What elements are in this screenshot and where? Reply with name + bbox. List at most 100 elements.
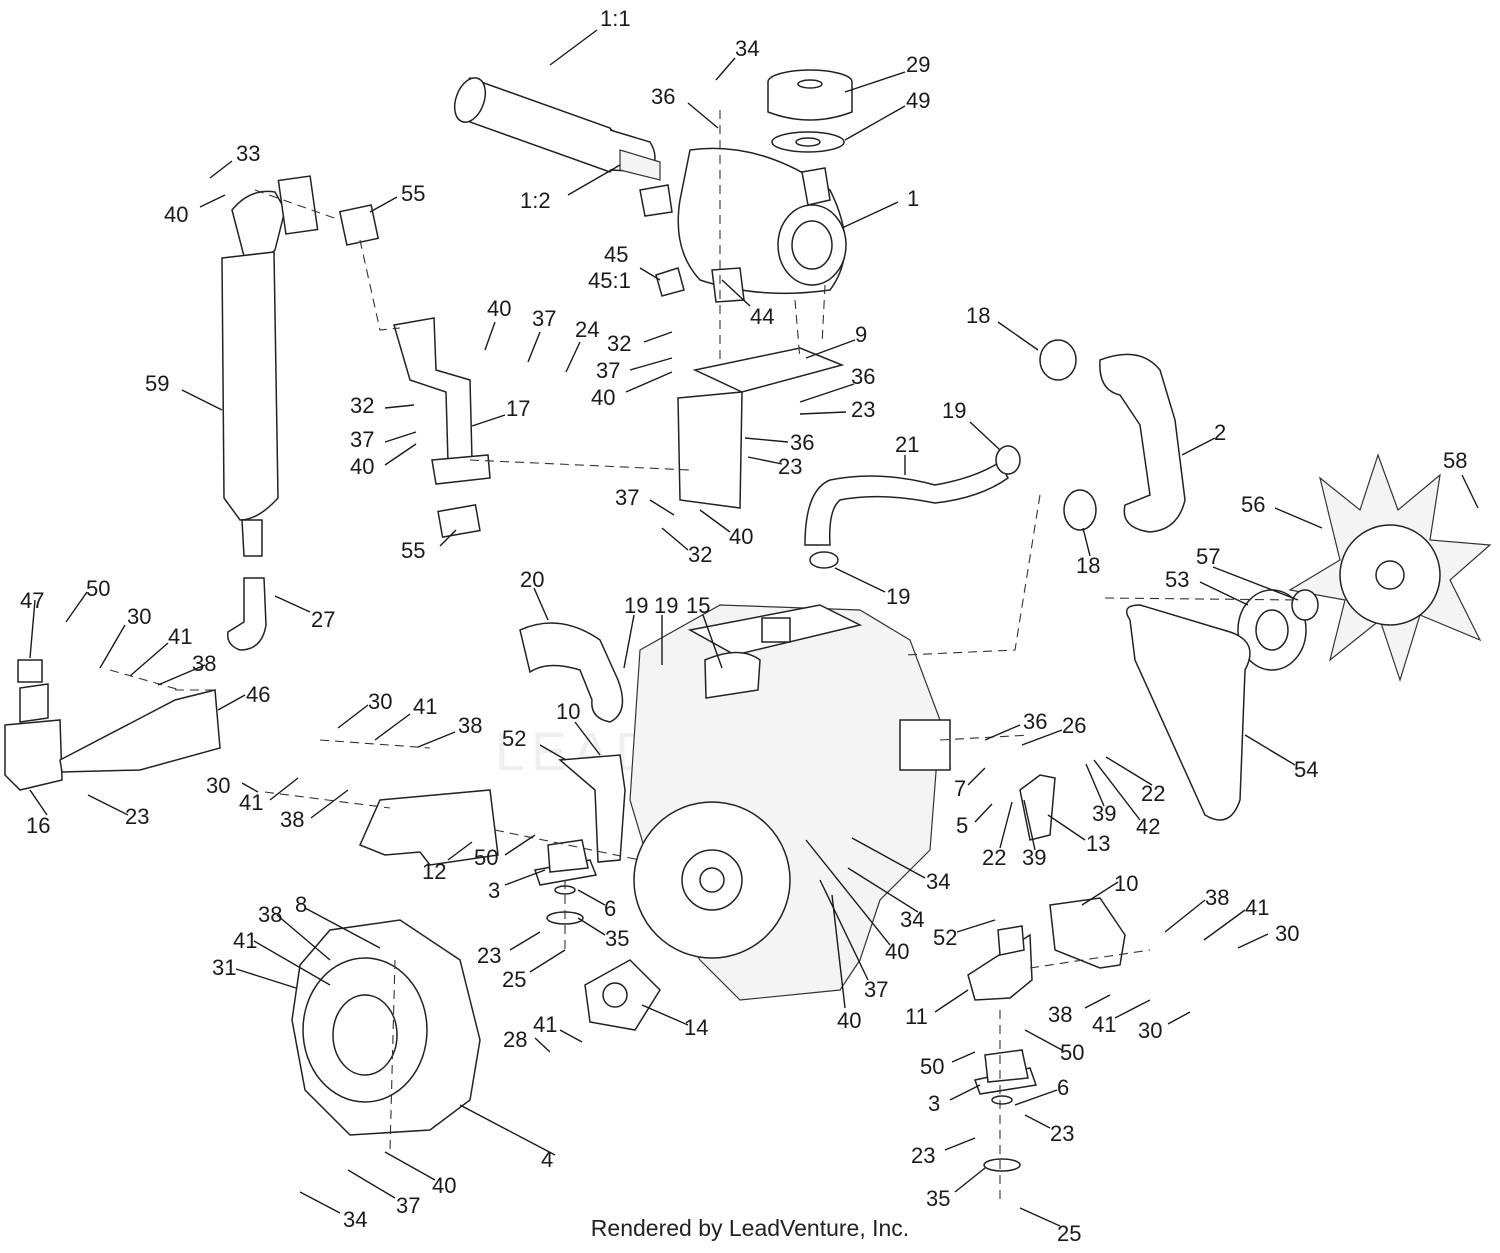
callout: 40 bbox=[885, 939, 909, 964]
callout: 38 bbox=[192, 651, 216, 676]
callout: 45 bbox=[604, 242, 628, 267]
callout: 49 bbox=[906, 88, 930, 113]
flywheel-housing bbox=[291, 919, 481, 1136]
support-bracket-46 bbox=[59, 689, 221, 773]
callout: 34 bbox=[926, 869, 950, 894]
callout: 7 bbox=[954, 776, 966, 801]
callout: 40 bbox=[432, 1173, 456, 1198]
radiator-hose bbox=[1099, 353, 1186, 533]
exhaust-pipe bbox=[393, 317, 491, 485]
callout: 25 bbox=[502, 967, 526, 992]
callout: 37 bbox=[864, 977, 888, 1002]
callout: 23 bbox=[477, 943, 501, 968]
callout: 41 bbox=[1245, 895, 1269, 920]
callout: 20 bbox=[520, 567, 544, 592]
callout: 25 bbox=[1057, 1221, 1081, 1246]
callout: 46 bbox=[246, 682, 270, 707]
engine-bracket-left bbox=[558, 754, 626, 863]
callout: 10 bbox=[556, 699, 580, 724]
callout: 6 bbox=[604, 896, 616, 921]
callout: 9 bbox=[855, 322, 867, 347]
isolator-plate-right bbox=[983, 1158, 1021, 1172]
callout: 39 bbox=[1092, 801, 1116, 826]
exhaust-gasket-upper bbox=[338, 204, 380, 246]
callout: 12 bbox=[422, 859, 446, 884]
callout: 4 bbox=[541, 1147, 553, 1172]
callout: 26 bbox=[1062, 713, 1086, 738]
callout: 13 bbox=[1086, 831, 1110, 856]
callout: 1:1 bbox=[600, 6, 631, 31]
callout: 41 bbox=[233, 928, 257, 953]
callout: 30 bbox=[1138, 1018, 1162, 1043]
callout: 40 bbox=[487, 296, 511, 321]
callout: 30 bbox=[127, 604, 151, 629]
callout: 41 bbox=[1092, 1012, 1116, 1037]
callout: 40 bbox=[350, 454, 374, 479]
callout: 6 bbox=[1057, 1075, 1069, 1100]
callout: 44 bbox=[750, 304, 774, 329]
hose-clamp-21 bbox=[995, 445, 1021, 475]
callout: 36 bbox=[851, 364, 875, 389]
hose-clamp-engine bbox=[809, 551, 839, 569]
isolator-mount-right bbox=[974, 1049, 1038, 1095]
callout: 23 bbox=[851, 397, 875, 422]
callout: 32 bbox=[688, 542, 712, 567]
callout: 1 bbox=[907, 186, 919, 211]
air-cleaner-bracket bbox=[677, 347, 845, 509]
callout: 40 bbox=[591, 385, 615, 410]
callout: 14 bbox=[684, 1015, 708, 1040]
callout: 30 bbox=[368, 689, 392, 714]
callout: 37 bbox=[615, 485, 639, 510]
callout: 37 bbox=[396, 1193, 420, 1218]
callout: 23 bbox=[778, 454, 802, 479]
callout: 30 bbox=[206, 773, 230, 798]
callout: 5 bbox=[956, 813, 968, 838]
callout: 8 bbox=[295, 892, 307, 917]
callout: 38 bbox=[258, 902, 282, 927]
callout: 30 bbox=[1275, 921, 1299, 946]
callout: 28 bbox=[503, 1027, 527, 1052]
cooling-fan bbox=[1288, 453, 1492, 682]
callout: 18 bbox=[1076, 553, 1100, 578]
air-filter-element bbox=[453, 77, 656, 173]
callout: 35 bbox=[926, 1186, 950, 1211]
callout: 3 bbox=[488, 878, 500, 903]
callout: 32 bbox=[607, 331, 631, 356]
hose-clamp-lower bbox=[1063, 489, 1097, 531]
upper-radiator-hose bbox=[804, 460, 1009, 546]
alignment-lines bbox=[109, 110, 1301, 1200]
callout: 19 bbox=[654, 593, 678, 618]
callout: 59 bbox=[145, 371, 169, 396]
callout: 1:2 bbox=[520, 188, 551, 213]
drive-belt bbox=[1125, 604, 1251, 821]
callout: 57 bbox=[1196, 544, 1220, 569]
muffler bbox=[221, 175, 319, 557]
callout: 37 bbox=[350, 427, 374, 452]
callout: 39 bbox=[1022, 845, 1046, 870]
callout: 35 bbox=[605, 926, 629, 951]
callout: 38 bbox=[1205, 885, 1229, 910]
callout: 41 bbox=[533, 1012, 557, 1037]
callout: 22 bbox=[982, 845, 1006, 870]
callout: 23 bbox=[125, 804, 149, 829]
callout: 23 bbox=[911, 1143, 935, 1168]
callout: 38 bbox=[280, 807, 304, 832]
callout: 15 bbox=[686, 593, 710, 618]
callout: 55 bbox=[401, 538, 425, 563]
fan-spacer bbox=[1291, 589, 1319, 621]
callout: 50 bbox=[86, 576, 110, 601]
callout: 38 bbox=[458, 713, 482, 738]
callout: 41 bbox=[413, 694, 437, 719]
callout: 24 bbox=[575, 317, 599, 342]
callout: 27 bbox=[311, 607, 335, 632]
engine-bracket-right-upper bbox=[1049, 897, 1126, 969]
callout: 3 bbox=[928, 1091, 940, 1116]
callout: 53 bbox=[1165, 567, 1189, 592]
callout: 47 bbox=[20, 588, 44, 613]
engine bbox=[629, 604, 951, 1001]
isolator-mount-left bbox=[534, 839, 598, 886]
callout: 40 bbox=[729, 524, 753, 549]
leader-lines bbox=[29, 29, 1479, 1227]
air-cleaner-housing bbox=[639, 147, 847, 303]
vacuator-valve bbox=[771, 131, 845, 153]
